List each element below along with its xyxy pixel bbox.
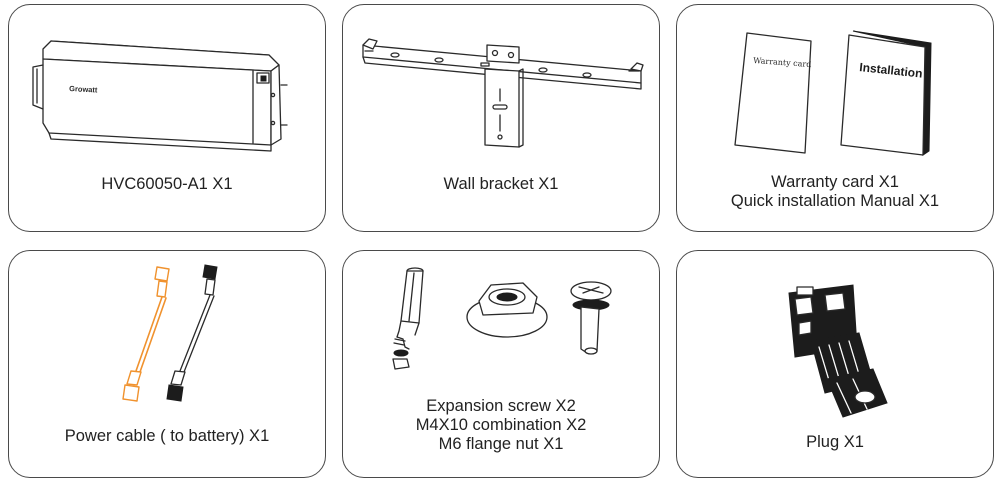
- item-card-fasteners: Expansion screw X2 M4X10 combination X2 …: [342, 250, 660, 478]
- item-caption: Power cable ( to battery) X1: [9, 427, 325, 446]
- caption-line: Warranty card X1: [771, 173, 899, 191]
- item-caption: HVC60050-A1 X1: [9, 175, 325, 194]
- warranty-card-label: Warranty card: [753, 56, 812, 69]
- caption-line: Expansion screw X2: [426, 397, 576, 415]
- item-caption: Warranty card X1 Quick installation Manu…: [677, 173, 993, 211]
- plug-illustration: [788, 284, 888, 418]
- documents-illustration: Warranty card Installation: [734, 30, 932, 156]
- item-caption: Wall bracket X1: [343, 175, 659, 194]
- caption-line: Power cable ( to battery) X1: [64, 427, 270, 445]
- item-caption: Plug X1: [677, 433, 993, 452]
- caption-line: Plug X1: [806, 433, 864, 451]
- item-card-documents: Warranty card Installation Warranty card…: [676, 4, 994, 232]
- fasteners-illustration: [392, 267, 612, 370]
- caption-line: M6 flange nut X1: [438, 435, 564, 453]
- caption-line: Wall bracket X1: [443, 175, 559, 193]
- caption-line: Quick installation Manual X1: [730, 192, 940, 210]
- caption-line: HVC60050-A1 X1: [101, 175, 233, 193]
- power-cable-illustration: [122, 264, 218, 402]
- item-card-power-cable: Power cable ( to battery) X1: [8, 250, 326, 478]
- caption-line: M4X10 combination X2: [415, 416, 587, 434]
- wall-bracket-illustration: [362, 38, 644, 148]
- item-card-plug: Plug X1: [676, 250, 994, 478]
- item-card-battery-module: Growatt HVC60050-A1 X1: [8, 4, 326, 232]
- installation-manual-label: Installation: [859, 60, 923, 81]
- brand-logo-text: Growatt: [69, 84, 98, 94]
- battery-module-illustration: Growatt: [32, 40, 288, 152]
- item-card-wall-bracket: Wall bracket X1: [342, 4, 660, 232]
- item-caption: Expansion screw X2 M4X10 combination X2 …: [343, 397, 659, 454]
